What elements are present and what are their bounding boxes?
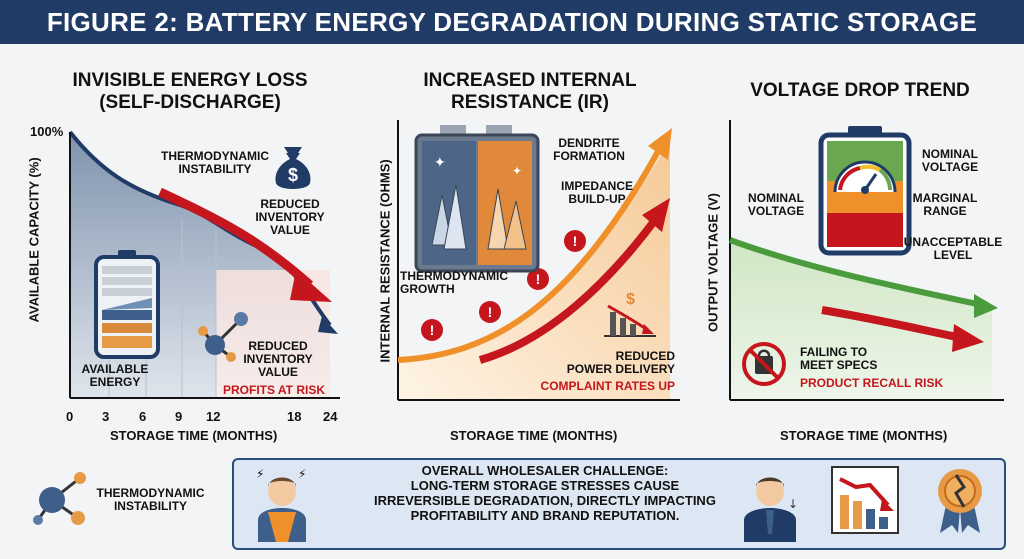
x-tick: 18 <box>287 409 302 424</box>
impedance-label: IMPEDANCE BUILD-UP <box>560 179 633 206</box>
warning-icon: ! ! ! ! <box>421 230 586 341</box>
money-bag-icon: $ <box>275 147 311 189</box>
svg-text:!: ! <box>573 233 578 249</box>
reduced-power-label: REDUCED POWER DELIVERY <box>566 349 675 376</box>
svg-text:✦: ✦ <box>434 155 446 171</box>
footer-instability-label: THERMODYNAMIC INSTABILITY <box>96 486 205 513</box>
reduced-inventory-bottom: REDUCED INVENTORY VALUE <box>243 339 313 379</box>
resistance-area <box>398 140 670 400</box>
recall-arrowhead <box>952 324 984 352</box>
thermodynamic-growth-label: THERMODYNAMIC GROWTH <box>400 269 508 296</box>
voltage-curve <box>728 237 983 308</box>
svg-text:⚡: ⚡ <box>256 467 264 481</box>
decline-arrowhead <box>290 270 332 302</box>
stressed-worker-icon: ⚡ ⚡ <box>256 467 306 542</box>
svg-text:$: $ <box>626 291 635 308</box>
svg-text:✦: ✦ <box>512 164 522 178</box>
available-energy-label: AVAILABLE ENERGY <box>81 362 149 389</box>
x-tick: 6 <box>139 409 147 424</box>
dendrite-battery-icon: ✦ ✦ <box>414 125 540 273</box>
voltage-y-axis-title: OUTPUT VOLTAGE (V) <box>705 193 721 332</box>
battery-icon <box>94 250 160 359</box>
x-tick: 3 <box>102 409 110 424</box>
resistance-chart: ! ! ! ! <box>397 120 680 401</box>
voltage-arrowhead <box>974 294 998 318</box>
x-tick: 9 <box>175 409 183 424</box>
worried-manager-icon: ↓ <box>744 477 798 542</box>
resistance-arrowhead <box>648 128 672 160</box>
resistance-x-axis-title: STORAGE TIME (MONTHS) <box>450 428 618 443</box>
decline-arrow <box>158 187 314 289</box>
molecule-footer-icon <box>33 472 86 525</box>
nominal-voltage-left: NOMINAL VOLTAGE <box>747 191 805 218</box>
broken-badge-icon <box>938 469 982 533</box>
declining-bars-icon <box>831 466 899 534</box>
x-tick: 12 <box>206 409 221 424</box>
product-recall-label: PRODUCT RECALL RISK <box>800 376 944 390</box>
dendrite-formation-label: DENDRITE FORMATION <box>553 136 625 163</box>
svg-text:$: $ <box>288 165 298 185</box>
instability-label: THERMODYNAMIC INSTABILITY <box>161 149 269 176</box>
challenge-text: OVERALL WHOLESALER CHALLENGE: LONG-TERM … <box>374 463 716 523</box>
impedance-arrowhead <box>642 198 670 232</box>
capacity-y-axis-title: AVAILABLE CAPACITY (%) <box>26 157 42 323</box>
complaint-rates-label: COMPLAINT RATES UP <box>540 379 675 393</box>
molecule-icon <box>198 312 248 362</box>
capacity-x-axis-title: STORAGE TIME (MONTHS) <box>110 428 278 443</box>
nominal-voltage-right: NOMINAL VOLTAGE <box>921 147 979 174</box>
voltage-gauge-battery-icon <box>818 126 912 256</box>
panel2-title: INCREASED INTERNAL RESISTANCE (IR) <box>423 70 637 113</box>
x-tick: 0 <box>66 409 74 424</box>
svg-text:!: ! <box>536 271 541 287</box>
figure-title: FIGURE 2: BATTERY ENERGY DEGRADATION DUR… <box>0 0 1024 44</box>
failing-specs-label: FAILING TO MEET SPECS <box>800 345 878 372</box>
x-tick: 24 <box>323 409 338 424</box>
svg-text:!: ! <box>430 322 435 338</box>
svg-text:⚡: ⚡ <box>298 467 306 481</box>
resistance-curve <box>397 146 663 363</box>
recall-arrow <box>821 306 963 342</box>
capacity-100-label: 100% <box>30 124 64 139</box>
svg-text:↓: ↓ <box>788 497 798 511</box>
resistance-y-axis-title: INTERNAL RESISTANCE (OHMS) <box>377 159 393 363</box>
profits-at-risk: PROFITS AT RISK <box>223 383 325 397</box>
voltage-x-axis-title: STORAGE TIME (MONTHS) <box>780 428 948 443</box>
svg-text:!: ! <box>488 304 493 320</box>
panel3-title: VOLTAGE DROP TREND <box>750 80 970 101</box>
reduced-inventory-top: REDUCED INVENTORY VALUE <box>255 197 325 237</box>
unacceptable-level-label: UNACCEPTABLE LEVEL <box>903 235 1003 262</box>
curve-arrowhead <box>318 316 338 334</box>
declining-chart-icon: $ <box>604 291 656 337</box>
voltage-chart <box>728 120 1004 401</box>
impedance-arrow <box>478 217 659 364</box>
panel1-title: INVISIBLE ENERGY LOSS (SELF-DISCHARGE) <box>72 70 308 113</box>
marginal-range-label: MARGINAL RANGE <box>912 191 978 218</box>
no-shopping-icon <box>742 342 786 386</box>
